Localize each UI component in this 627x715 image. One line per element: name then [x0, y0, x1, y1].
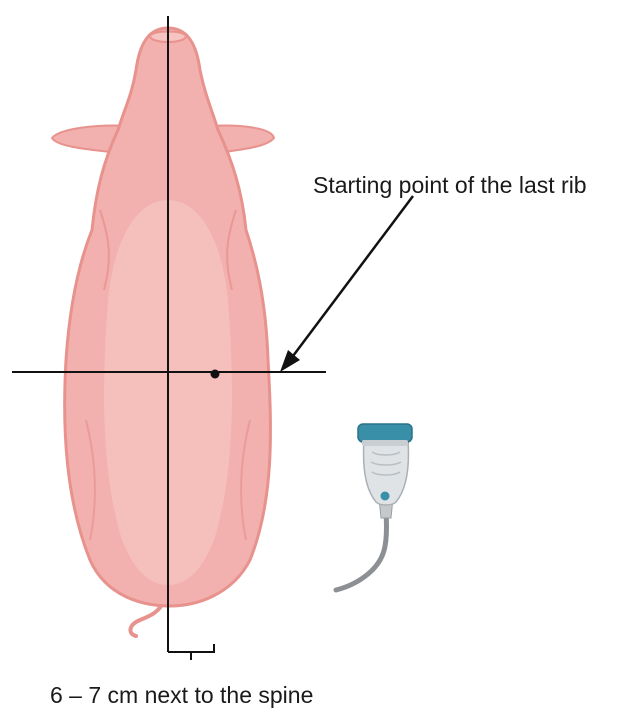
spine-distance-label: 6 – 7 cm next to the spine	[50, 684, 313, 707]
distance-bracket	[168, 644, 214, 660]
rib-start-label: Starting point of the last rib	[313, 174, 587, 197]
arrow-icon	[280, 196, 413, 372]
pig-top-view-icon	[52, 28, 274, 636]
ultrasound-probe-icon	[336, 424, 412, 590]
measurement-point	[211, 370, 220, 379]
